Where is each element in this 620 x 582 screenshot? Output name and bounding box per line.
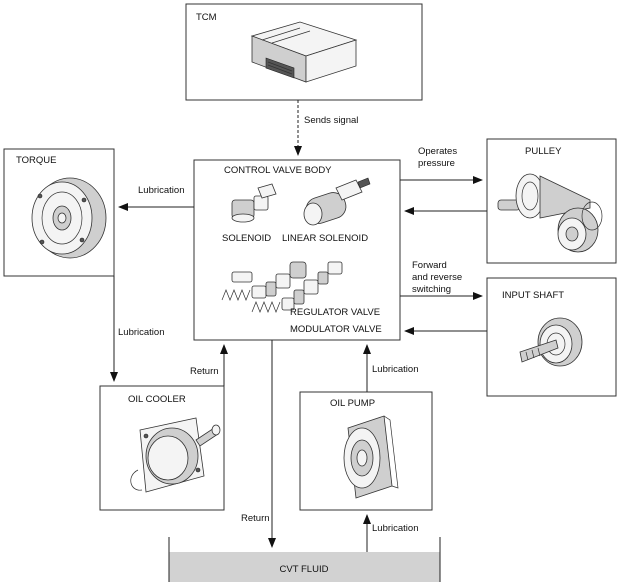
oil-pump-icon xyxy=(343,415,399,499)
linear-solenoid-label: LINEAR SOLENOID xyxy=(282,233,368,244)
linear-solenoid-icon xyxy=(303,177,371,226)
control-valve-body-label: CONTROL VALVE BODY xyxy=(224,165,332,176)
solenoid-icon xyxy=(231,183,277,223)
regulator-valve-spools-icon xyxy=(221,261,343,313)
sends-signal-label: Sends signal xyxy=(304,115,358,126)
torque-converter-icon xyxy=(31,177,107,259)
operates-line1: Operates xyxy=(418,146,457,157)
control-valve-body-box: CONTROL VALVE BODY SOLENOID LINEAR SOLEN… xyxy=(193,159,401,341)
input-shaft-box: INPUT SHAFT xyxy=(486,277,617,397)
input-shaft-label: INPUT SHAFT xyxy=(502,290,564,301)
tcm-label: TCM xyxy=(196,12,217,23)
torque-label: TORQUE xyxy=(16,155,56,166)
regulator-valve-label: REGULATOR VALVE xyxy=(290,307,380,318)
torque-to-cooler-label: Lubrication xyxy=(118,327,164,338)
torque-box: TORQUE xyxy=(3,148,115,277)
tcm-box: TCM xyxy=(185,3,423,101)
tcm-module-icon xyxy=(250,21,358,83)
pump-lubrication-label: Lubrication xyxy=(372,364,418,375)
oil-pump-label: OIL PUMP xyxy=(330,398,375,409)
oil-cooler-icon xyxy=(130,417,221,493)
forward-line2: and reverse xyxy=(412,272,462,283)
pulley-assembly-icon xyxy=(497,173,603,253)
oil-pump-box: OIL PUMP xyxy=(299,391,433,511)
fluid-lubrication-label: Lubrication xyxy=(372,523,418,534)
fluid-return-label: Return xyxy=(241,513,270,524)
oil-cooler-box: OIL COOLER xyxy=(99,385,225,511)
operates-line2: pressure xyxy=(418,158,455,169)
input-shaft-icon xyxy=(519,317,583,367)
cvt-fluid-label: CVT FLUID xyxy=(280,564,329,575)
forward-line1: Forward xyxy=(412,260,447,271)
cooler-return-label: Return xyxy=(190,366,219,377)
pulley-box: PULLEY xyxy=(486,138,617,264)
solenoid-label: SOLENOID xyxy=(222,233,271,244)
forward-line3: switching xyxy=(412,284,451,295)
torque-lubrication-label: Lubrication xyxy=(138,185,184,196)
oil-cooler-label: OIL COOLER xyxy=(128,394,186,405)
cvt-fluid-reservoir: CVT FLUID xyxy=(168,537,441,582)
modulator-valve-label: MODULATOR VALVE xyxy=(290,324,382,335)
pulley-label: PULLEY xyxy=(525,146,562,157)
